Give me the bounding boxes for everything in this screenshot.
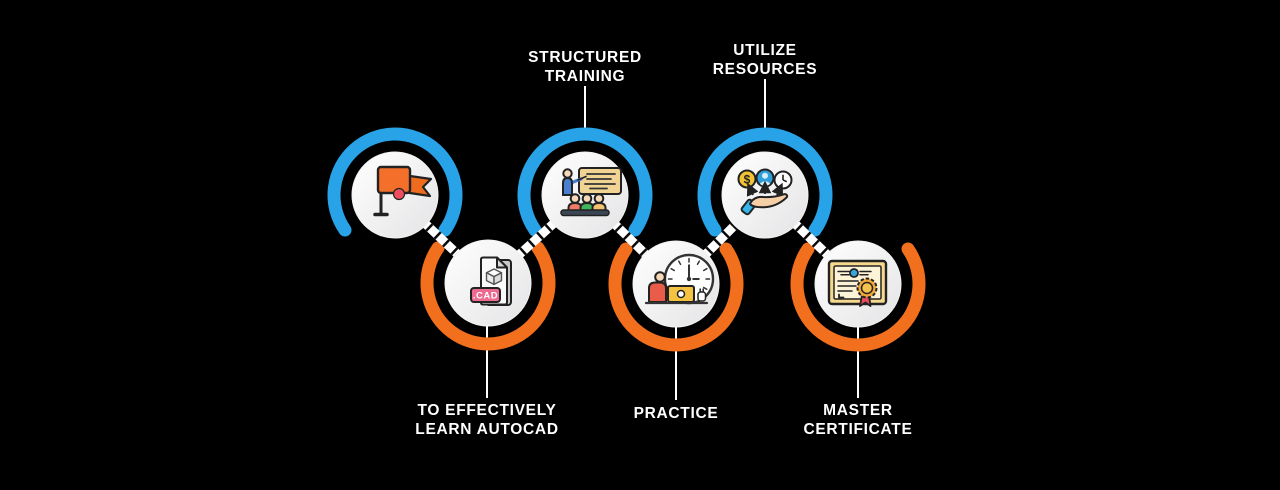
label-utilize-resources: UTILIZE RESOURCES: [713, 41, 817, 79]
presentation-training-icon: [560, 167, 622, 217]
label-structured-training: STRUCTURED TRAINING: [528, 48, 642, 86]
label-line-2: RESOURCES: [712, 61, 818, 78]
step-rings: [327, 127, 926, 352]
ring-learn-autocad: [420, 241, 556, 351]
svg-text:$: $: [744, 172, 751, 186]
laptop-timer-icon: [644, 253, 715, 305]
label-line-1: STRUCTURED: [528, 49, 642, 66]
label-line-2: TRAINING: [544, 68, 626, 85]
label-practice: PRACTICE: [634, 404, 719, 423]
ring-flag: [327, 127, 463, 237]
label-line-1: PRACTICE: [633, 405, 719, 422]
label-line-2: CERTIFICATE: [803, 421, 913, 438]
label-learn-autocad: TO EFFECTIVELY LEARN AUTOCAD: [415, 401, 558, 439]
ring-structured-training: [517, 127, 653, 237]
label-line-1: TO EFFECTIVELY: [417, 402, 557, 419]
label-master-certificate: MASTER CERTIFICATE: [803, 401, 912, 439]
label-lines: [486, 79, 859, 400]
label-line-2: LEARN AUTOCAD: [415, 421, 559, 438]
circle-utilize-resources: [721, 151, 809, 239]
cad-badge-text: .CAD: [473, 291, 498, 302]
label-line-1: UTILIZE: [733, 42, 797, 59]
ring-practice: [608, 242, 744, 352]
ring-master-certificate: [790, 242, 926, 352]
hand-offering-resources-icon: $: [737, 168, 793, 216]
flag-icon: [373, 165, 433, 217]
ring-utilize-resources: [697, 127, 833, 237]
label-line-1: MASTER: [823, 402, 893, 419]
cad-file-icon: .CAD: [470, 256, 512, 306]
certificate-icon: [827, 259, 888, 307]
